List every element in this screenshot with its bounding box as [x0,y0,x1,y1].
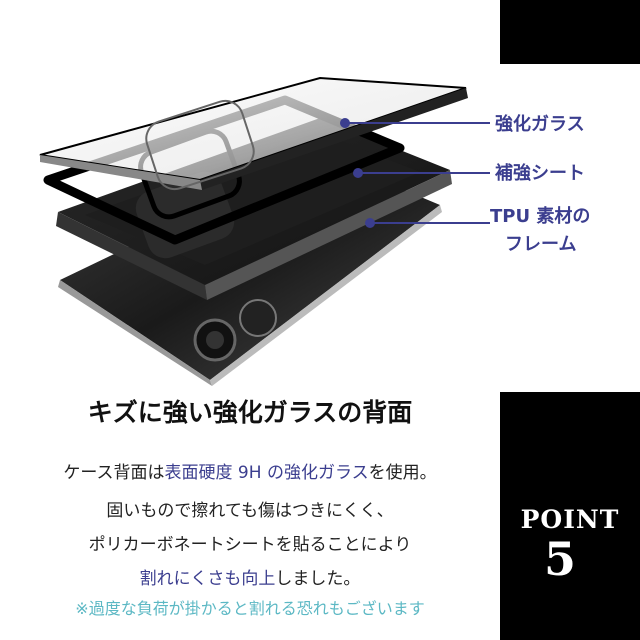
callout-lines [340,118,490,228]
callout-frame-line2: フレーム [505,234,577,255]
callout-frame-line1: TPU 素材の [490,206,591,227]
phone-case-exploded-illustration [39,76,490,386]
body-line-2: 固いもので擦れても傷はつきにくく、 [106,501,394,521]
tempered-glass [39,76,468,191]
body-line-1: ケース背面は表面硬度 9H の強化ガラスを使用。 [0,458,500,483]
badge-corner-top [500,0,640,64]
body-line-4-b: しました。 [275,569,361,589]
body-line-1-a: ケース背面は [63,463,165,483]
body-line-4-highlight: 割れにくさも向上 [139,569,276,589]
headline: キズに強い強化ガラスの背面 [87,398,413,427]
callout-sheet: 補強シート [495,163,585,184]
tpu-frame [56,118,452,300]
callout-glass: 強化ガラス [495,114,585,135]
badge-background [500,392,640,640]
body-line-4: 割れにくさも向上しました。 [0,564,500,589]
point-number: 5 [543,532,576,586]
point-label: POINT [520,505,620,534]
caution-note: ※過度な負荷が掛かると割れる恐れもございます [75,599,425,618]
body-line-1-b: を使用。 [368,463,437,483]
body-line-1-highlight: 表面硬度 9H の強化ガラス [164,463,369,483]
body-line-3: ポリカーボネートシートを貼ることにより [88,535,412,555]
